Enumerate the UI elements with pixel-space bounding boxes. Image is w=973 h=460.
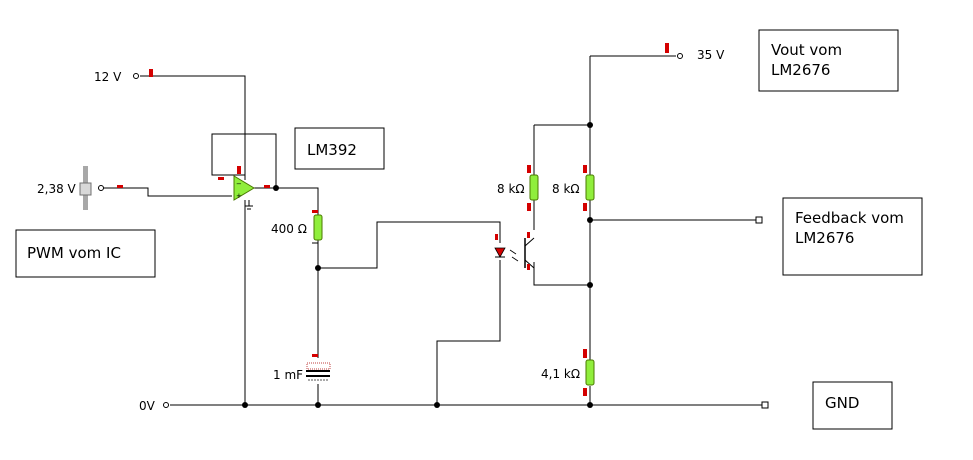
label-8k-left: 8 kΩ [497,182,525,196]
resistor-400[interactable]: 400 Ω [271,210,323,244]
voltage-slider[interactable]: 2,38 V [37,166,123,210]
junction-node [273,185,279,191]
svg-text:−: − [236,180,242,188]
box-gnd: GND [812,381,893,430]
junction-node [315,265,321,271]
resistor-8k-left[interactable]: 8 kΩ [497,165,539,211]
box-feedback-line2: LM2676 [795,229,854,247]
junction-node [242,402,248,408]
box-feedback-line1: Feedback vom [795,209,904,227]
capacitor-1mf[interactable]: 1 mF [273,354,331,382]
label-0v: 0V [139,399,156,413]
terminal-12v[interactable]: 12 V [94,69,153,84]
terminal-35v[interactable]: 35 V [665,43,725,62]
junction-node [587,402,593,408]
junction-node [587,122,593,128]
svg-text:+: + [236,192,242,200]
junction-nodes [242,122,593,408]
box-vout: Vout vom LM2676 [758,29,899,92]
optocoupler[interactable] [494,232,535,270]
junction-node [587,217,593,223]
resistor-4k1[interactable]: 4,1 kΩ [541,349,595,396]
box-vout-line1: Vout vom [771,41,842,59]
box-lm392: LM392 [294,127,385,170]
resistor-8k-right[interactable]: 8 kΩ [552,165,595,211]
label-8k-right: 8 kΩ [552,182,580,196]
slider-value-label: 2,38 V [37,182,77,196]
label-1mf: 1 mF [273,368,303,382]
label-400-ohm: 400 Ω [271,222,307,236]
box-feedback: Feedback vom LM2676 [782,197,923,276]
box-vout-line2: LM2676 [771,61,830,79]
box-pwm-line1: PWM vom IC [27,244,121,262]
box-pwm: PWM vom IC [15,229,156,278]
label-4k1: 4,1 kΩ [541,367,580,381]
junction-node [434,402,440,408]
junction-node [587,282,593,288]
terminal-0v[interactable]: 0V [139,399,169,413]
terminal-gnd[interactable] [761,401,769,409]
junction-node [315,402,321,408]
terminal-feedback[interactable] [755,216,763,224]
op-amp[interactable]: − + [218,166,270,210]
box-gnd-line1: GND [825,394,859,412]
label-35v: 35 V [697,48,725,62]
box-lm392-line1: LM392 [307,141,357,159]
wires [103,55,762,406]
label-12v: 12 V [94,70,122,84]
